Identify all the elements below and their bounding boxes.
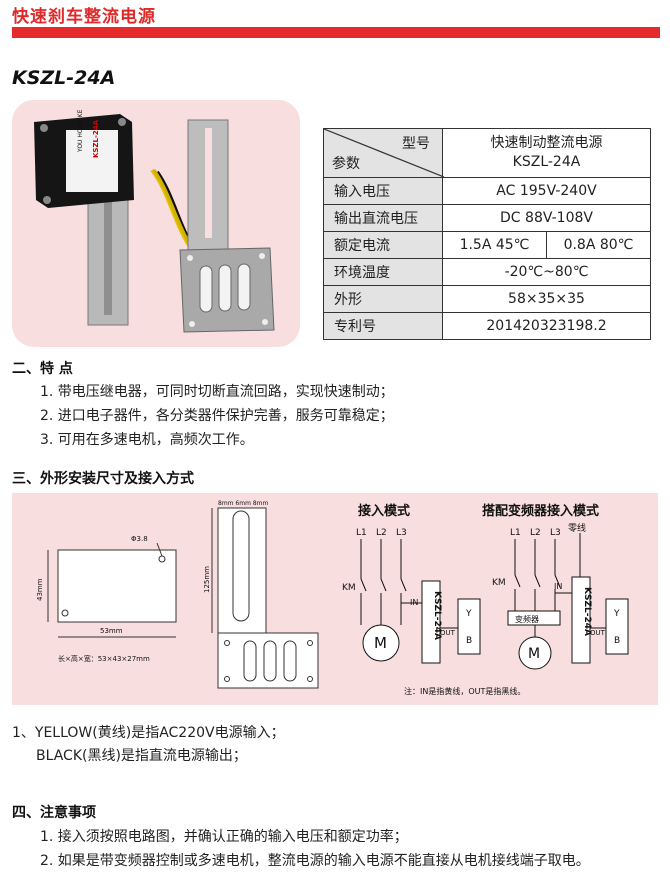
corner-bottom-label: 参数 — [332, 156, 360, 172]
mode1-l3: L3 — [396, 528, 407, 538]
spec-corner-cell: 型号 参数 — [323, 128, 444, 178]
height-dimension: 43mm — [36, 578, 44, 601]
product-illustration: YOU HONG KE KSZL-24A — [34, 109, 275, 333]
mode1-device-label: KSZL-24A — [432, 591, 442, 640]
cautions-heading: 四、注意事项 — [12, 805, 96, 821]
feature-item: 3. 可用在多速电机，高频次工作。 — [40, 432, 254, 448]
install-diagram: Φ3.8 43mm 53mm 长×高×宽：53×43×27mm 8mm 6mm … — [12, 493, 658, 705]
device-body: YOU HONG KE KSZL-24A — [34, 109, 134, 208]
bracket-top-dimension: 8mm 6mm 8mm — [218, 500, 268, 507]
mode2-title: 搭配变频器接入模式 — [482, 503, 599, 519]
hole-dimension: Φ3.8 — [131, 535, 148, 543]
mode1-out: OUT — [440, 629, 456, 637]
row-label: 外形 — [323, 285, 443, 313]
row-value: 58×35×35 — [442, 285, 651, 313]
mode2-inverter: 变频器 — [515, 614, 539, 624]
wiring-note-black: BLACK(黑线)是指直流电源输出； — [36, 748, 247, 764]
page-title: 快速刹车整流电源 — [12, 7, 156, 27]
features-heading: 二、特 点 — [12, 361, 73, 377]
width-dimension: 53mm — [100, 627, 123, 635]
mode1-l1: L1 — [356, 528, 367, 538]
mode2-y: Y — [613, 609, 620, 619]
overall-dimension: 长×高×宽：53×43×27mm — [58, 654, 150, 663]
row-label: 环境温度 — [323, 258, 443, 286]
row-label: 输出直流电压 — [323, 204, 443, 232]
mode2-l2: L2 — [530, 528, 541, 538]
feature-item: 1. 带电压继电器，可同时切断直流回路，实现快速制动； — [40, 384, 394, 400]
table-row: 输入电压 AC 195V-240V — [323, 177, 651, 205]
row-value-a: 1.5A 45℃ — [442, 231, 547, 259]
table-row: 专利号 201420323198.2 — [323, 312, 651, 340]
bracket-height-dimension: 125mm — [203, 566, 211, 593]
mode2-out: OUT — [590, 629, 606, 637]
mode1-title: 接入模式 — [358, 503, 410, 519]
mode2-device-label: KSZL-24A — [582, 587, 592, 636]
mode1-km: KM — [342, 583, 356, 593]
wiring-mode-1: 接入模式 L1 L2 L3 KM IN OUT KSZL-24A Y B M — [342, 503, 481, 664]
model-name: KSZL-24A — [12, 67, 116, 89]
mode1-y: Y — [465, 609, 472, 619]
bracket-right — [179, 119, 275, 333]
diagonal-line — [324, 129, 444, 177]
mode2-in: IN — [554, 582, 562, 591]
install-drawing: Φ3.8 43mm 53mm 长×高×宽：53×43×27mm 8mm 6mm … — [36, 500, 629, 696]
row-value-b: 0.8A 80℃ — [546, 231, 651, 259]
wiring-note: 注：IN是指黄线，OUT是指黑线。 — [404, 686, 525, 696]
row-value: AC 195V-240V — [442, 177, 651, 205]
product-header-cell: 快速制动整流电源 KSZL-24A — [442, 128, 651, 178]
wiring-note-yellow: 1、YELLOW(黄线)是指AC220V电源输入； — [12, 725, 285, 741]
device-label-brand: YOU HONG KE — [77, 109, 84, 153]
row-value: DC 88V-108V — [442, 204, 651, 232]
table-row: 输出直流电压 DC 88V-108V — [323, 204, 651, 232]
header-bar — [12, 27, 660, 38]
table-row: 额定电流 1.5A 45℃ 0.8A 80℃ — [323, 231, 651, 259]
mode2-km: KM — [492, 578, 506, 588]
spec-table: 型号 参数 快速制动整流电源 KSZL-24A 输入电压 AC 195V-240… — [323, 128, 651, 340]
mode2-b: B — [614, 636, 620, 646]
mode1-l2: L2 — [376, 528, 387, 538]
mode1-motor: M — [374, 634, 387, 652]
product-photo: YOU HONG KE KSZL-24A — [12, 100, 300, 347]
wiring-mode-2: 搭配变频器接入模式 L1 L2 L3 零线 KM IN OUT 变频器 — [482, 503, 629, 670]
row-label: 专利号 — [323, 312, 443, 340]
install-heading: 三、外形安装尺寸及接入方式 — [12, 471, 194, 487]
corner-top-label: 型号 — [402, 136, 430, 152]
table-row: 环境温度 -20℃~80℃ — [323, 258, 651, 286]
row-value: 201420323198.2 — [442, 312, 651, 340]
mode2-l1: L1 — [510, 528, 521, 538]
product-model: KSZL-24A — [512, 154, 581, 170]
bracket-drawing — [211, 507, 319, 689]
device-label-model: KSZL-24A — [92, 119, 100, 158]
product-name: 快速制动整流电源 — [490, 135, 603, 151]
mode1-b: B — [466, 636, 472, 646]
mode2-motor: M — [528, 646, 540, 662]
table-row: 外形 58×35×35 — [323, 285, 651, 313]
feature-item: 2. 进口电子器件，各分类器件保护完善，服务可靠稳定； — [40, 408, 394, 424]
mode2-neutral: 零线 — [568, 522, 586, 534]
caution-item: 2. 如果是带变频器控制或多速电机，整流电源的输入电源不能直接从电机接线端子取电… — [40, 853, 590, 869]
caution-item: 1. 接入须按照电路图，并确认正确的输入电压和额定功率； — [40, 829, 408, 845]
mode2-l3: L3 — [550, 528, 561, 538]
row-value: -20℃~80℃ — [442, 258, 651, 286]
dimension-drawing — [47, 542, 177, 638]
row-label: 额定电流 — [323, 231, 443, 259]
row-label: 输入电压 — [323, 177, 443, 205]
